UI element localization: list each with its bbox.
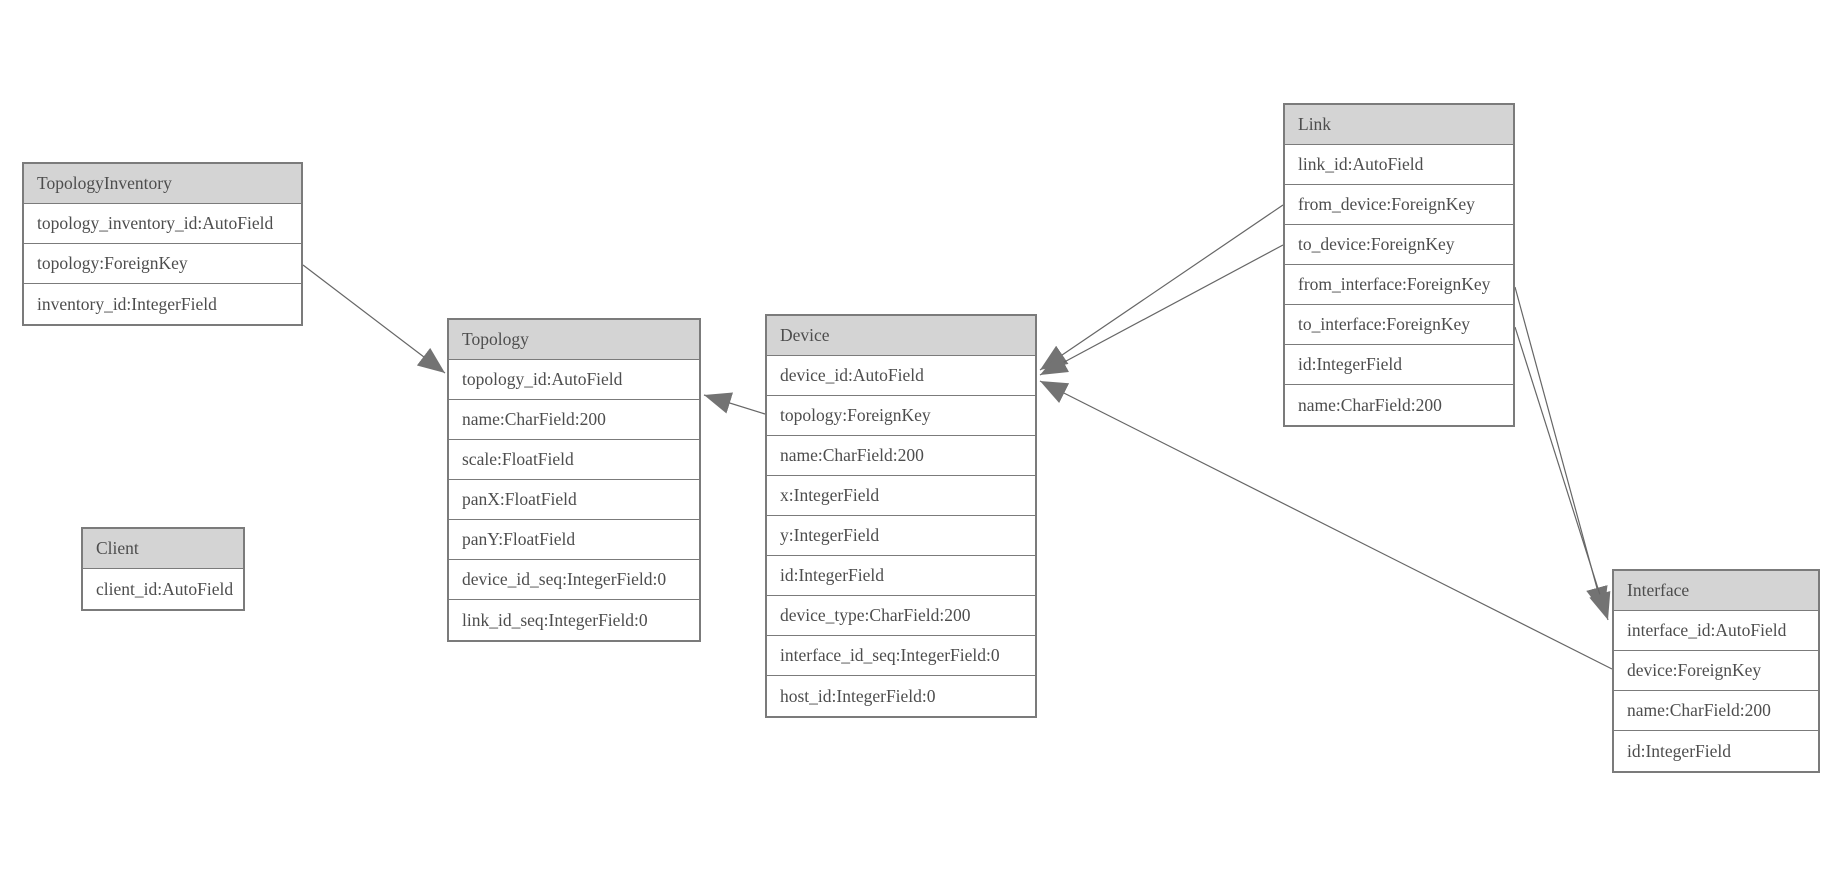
entity-interface-header: Interface: [1614, 571, 1818, 611]
entity-field-row: link_id_seq:IntegerField:0: [449, 600, 699, 640]
entity-field-row: to_device:ForeignKey: [1285, 225, 1513, 265]
entity-field-row: id:IntegerField: [1285, 345, 1513, 385]
entity-field-row: topology_inventory_id:AutoField: [24, 204, 301, 244]
entity-field-row: id:IntegerField: [1614, 731, 1818, 771]
entity-device-header: Device: [767, 316, 1035, 356]
entity-field-row: topology:ForeignKey: [24, 244, 301, 284]
entity-field-row: client_id:AutoField: [83, 569, 243, 609]
edge-interface-device-arrow: [1039, 380, 1613, 670]
entity-field-row: from_interface:ForeignKey: [1285, 265, 1513, 305]
edge-topologyinventory-topology-arrow: [302, 264, 446, 374]
entity-field-row: name:CharField:200: [1614, 691, 1818, 731]
entity-field-row: device_id:AutoField: [767, 356, 1035, 396]
entity-client-header: Client: [83, 529, 243, 569]
entity-field-row: id:IntegerField: [767, 556, 1035, 596]
entity-field-row: scale:FloatField: [449, 440, 699, 480]
entity-field-row: host_id:IntegerField:0: [767, 676, 1035, 716]
entity-link: Link link_id:AutoField from_device:Forei…: [1283, 103, 1515, 427]
entity-field-row: interface_id:AutoField: [1614, 611, 1818, 651]
entity-field-row: device:ForeignKey: [1614, 651, 1818, 691]
entity-field-row: link_id:AutoField: [1285, 145, 1513, 185]
entity-title: TopologyInventory: [37, 173, 172, 193]
entity-field-row: interface_id_seq:IntegerField:0: [767, 636, 1035, 676]
entity-field-row: name:CharField:200: [767, 436, 1035, 476]
entity-field-row: inventory_id:IntegerField: [24, 284, 301, 324]
entity-topology: Topology topology_id:AutoField name:Char…: [447, 318, 701, 642]
entity-field-row: to_interface:ForeignKey: [1285, 305, 1513, 345]
entity-field-row: device_type:CharField:200: [767, 596, 1035, 636]
edge-link-fromdevice-device-arrow: [1039, 204, 1284, 371]
entity-title: Interface: [1627, 580, 1690, 600]
edge-link-todevice-device-arrow: [1039, 244, 1284, 376]
entity-topology-header: Topology: [449, 320, 699, 360]
entity-client: Client client_id:AutoField: [81, 527, 245, 611]
entity-field-row: x:IntegerField: [767, 476, 1035, 516]
entity-field-row: topology_id:AutoField: [449, 360, 699, 400]
entity-field-row: panX:FloatField: [449, 480, 699, 520]
entity-field-row: name:CharField:200: [1285, 385, 1513, 425]
entity-title: Link: [1298, 114, 1332, 134]
edge-device-topology-arrow: [703, 392, 766, 415]
entity-field-row: topology:ForeignKey: [767, 396, 1035, 436]
entity-field-row: from_device:ForeignKey: [1285, 185, 1513, 225]
entity-field-row: panY:FloatField: [449, 520, 699, 560]
entity-topology-inventory-header: TopologyInventory: [24, 164, 301, 204]
entity-field-row: name:CharField:200: [449, 400, 699, 440]
entity-device: Device device_id:AutoField topology:Fore…: [765, 314, 1037, 718]
entity-title: Device: [780, 325, 830, 345]
entity-link-header: Link: [1285, 105, 1513, 145]
edge-link-tointerface-interface-arrow: [1514, 326, 1611, 621]
entity-title: Client: [96, 538, 139, 558]
entity-field-row: y:IntegerField: [767, 516, 1035, 556]
entity-interface: Interface interface_id:AutoField device:…: [1612, 569, 1820, 773]
entity-field-row: device_id_seq:IntegerField:0: [449, 560, 699, 600]
entity-topology-inventory: TopologyInventory topology_inventory_id:…: [22, 162, 303, 326]
entity-title: Topology: [462, 329, 529, 349]
